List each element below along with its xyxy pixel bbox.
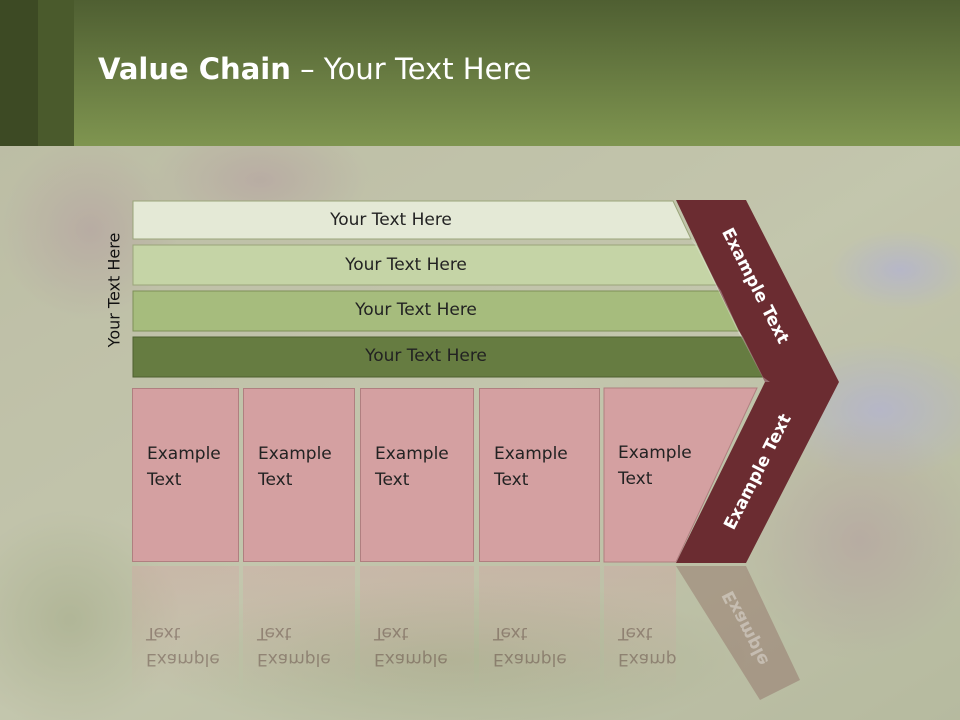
row-label-2: Your Text Here (133, 246, 703, 284)
row-label-3: Your Text Here (133, 291, 723, 329)
title-rest: – Your Text Here (290, 52, 532, 86)
row-label-4: Your Text Here (133, 337, 743, 375)
row-shape-1 (132, 200, 692, 240)
row-text: Your Text Here (355, 300, 477, 320)
title-bold: Value Chain (98, 52, 291, 86)
chevron-reflection (676, 566, 800, 700)
row-text: Your Text Here (365, 346, 487, 366)
row-end-stripe (691, 239, 770, 382)
row-text: Your Text Here (330, 210, 452, 230)
slide-title: Value Chain – Your Text Here (98, 52, 532, 86)
row-label-1: Your Text Here (133, 201, 673, 239)
row-shape-3 (132, 290, 740, 332)
row-text: Your Text Here (345, 255, 467, 275)
